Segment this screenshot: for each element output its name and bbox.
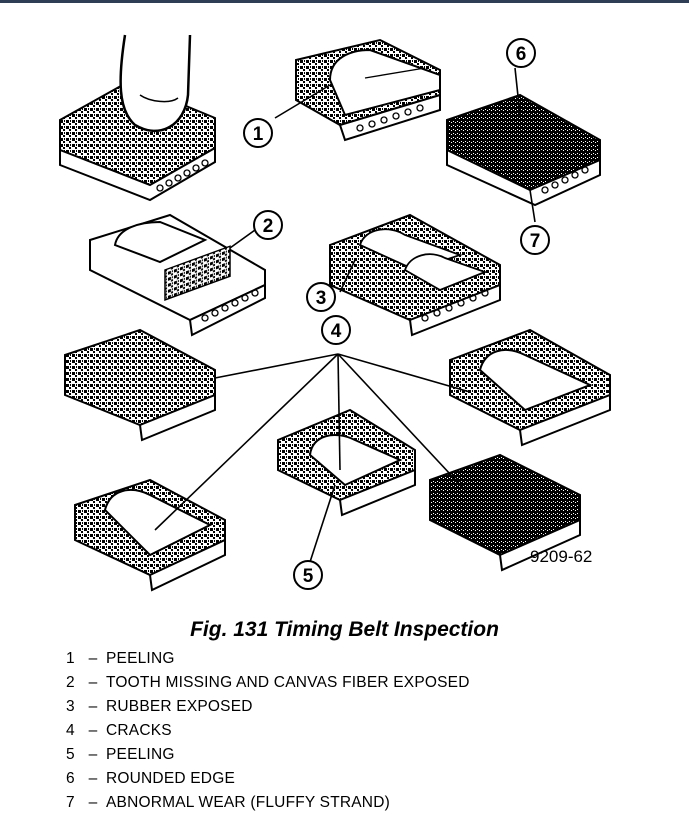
callout-3-label: 3 <box>316 288 327 309</box>
callout-7-label: 7 <box>530 231 541 252</box>
belt-sample-peeling-1 <box>295 38 441 142</box>
callout-5: 5 <box>293 560 323 590</box>
callout-7: 7 <box>520 225 550 255</box>
callout-2: 2 <box>253 210 283 240</box>
belt-sample-fuzzy-bottom-right <box>429 453 581 572</box>
callout-2-label: 2 <box>263 216 274 237</box>
legend-list: 1–PEELING 2–TOOTH MISSING AND CANVAS FIB… <box>66 647 470 815</box>
callout-6-label: 6 <box>516 44 527 65</box>
callout-6: 6 <box>506 38 536 68</box>
top-border <box>0 0 689 3</box>
callout-1: 1 <box>243 118 273 148</box>
legend-item: 3–RUBBER EXPOSED <box>66 698 253 715</box>
leader-lines <box>154 67 536 563</box>
belt-sample-cracks-bottom-left <box>74 478 226 592</box>
belt-sample-cracks-right <box>449 328 611 447</box>
figure-id: 9209-62 <box>530 547 593 566</box>
callout-5-label: 5 <box>303 566 314 587</box>
belt-sample-rubber-exposed <box>329 213 501 337</box>
callout-3: 3 <box>306 282 336 312</box>
legend-item: 5–PEELING <box>66 746 175 763</box>
belt-sample-finger-press <box>59 34 216 202</box>
callout-4-label: 4 <box>331 321 342 342</box>
legend-item: 6–ROUNDED EDGE <box>66 770 235 787</box>
timing-belt-illustration: 1 6 7 2 3 4 5 <box>59 34 611 592</box>
belt-sample-tooth-missing <box>89 213 266 337</box>
legend-item: 7–ABNORMAL WEAR (FLUFFY STRAND) <box>66 794 390 811</box>
callout-1-label: 1 <box>253 124 264 145</box>
figure-caption: Fig. 131 Timing Belt Inspection <box>190 618 499 641</box>
legend-item: 2–TOOTH MISSING AND CANVAS FIBER EXPOSED <box>66 674 470 691</box>
callout-4: 4 <box>321 315 351 345</box>
legend-item: 4–CRACKS <box>66 722 172 739</box>
belt-sample-worn-edge <box>446 93 601 207</box>
legend-item: 1–PEELING <box>66 650 175 667</box>
belt-sample-cracks-center <box>277 408 416 517</box>
belt-sample-cracks-left <box>64 328 216 442</box>
